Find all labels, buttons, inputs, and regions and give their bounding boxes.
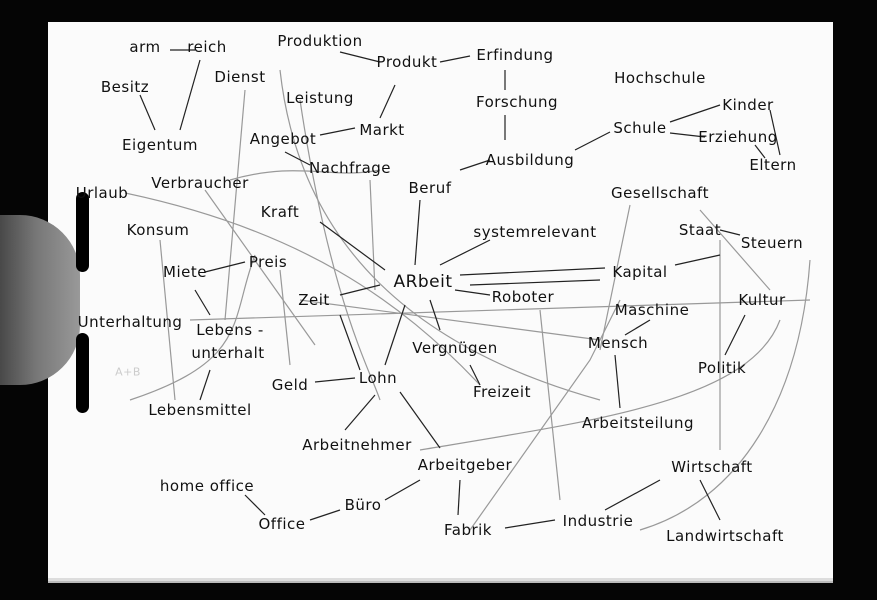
word-besitz: Besitz: [100, 78, 150, 96]
word-mensch: Mensch: [587, 334, 649, 352]
word-forschung: Forschung: [475, 93, 559, 111]
word-office: Office: [258, 515, 306, 533]
word-home-office: home office: [159, 477, 255, 495]
word-lebens: Lebens -: [196, 321, 264, 339]
word-arbeitsteilung: Arbeitsteilung: [581, 414, 695, 432]
word-fabrik: Fabrik: [444, 521, 492, 539]
word-produkt: Produkt: [376, 53, 438, 71]
word-vergnuegen: Vergnügen: [412, 339, 498, 357]
word-beruf: Beruf: [408, 179, 452, 197]
word-arm: arm: [129, 38, 161, 56]
word-roboter: Roboter: [491, 288, 555, 306]
word-kultur: Kultur: [738, 291, 786, 309]
word-freizeit: Freizeit: [473, 383, 531, 401]
word-urlaub: Urlaub: [75, 184, 129, 202]
word-hochschule: Hochschule: [614, 69, 706, 87]
word-eltern: Eltern: [749, 156, 797, 174]
word-maschine: Maschine: [614, 301, 690, 319]
word-leistung: Leistung: [286, 89, 354, 107]
hand: [0, 215, 80, 385]
word-verbraucher: Verbraucher: [151, 174, 249, 192]
word-eigentum: Eigentum: [122, 136, 198, 154]
word-buero: Büro: [344, 496, 382, 514]
word-staat: Staat: [678, 221, 722, 239]
word-ab-faint: A+B: [115, 365, 141, 379]
word-miete: Miete: [163, 263, 207, 281]
word-erfindung: Erfindung: [476, 46, 554, 64]
word-arbeitgeber: Arbeitgeber: [417, 456, 513, 474]
word-nachfrage: Nachfrage: [308, 159, 392, 177]
word-konsum: Konsum: [126, 221, 190, 239]
word-unterhalt: unterhalt: [191, 344, 265, 362]
word-reich: reich: [187, 38, 227, 56]
word-kapital: Kapital: [612, 263, 668, 281]
word-arbeit: ARbeit: [393, 272, 453, 292]
word-lohn: Lohn: [358, 369, 398, 387]
word-steuern: Steuern: [740, 234, 804, 252]
word-gesellschaft: Gesellschaft: [611, 184, 709, 202]
word-erziehung: Erziehung: [698, 128, 778, 146]
word-dienst: Dienst: [214, 68, 266, 86]
word-kinder: Kinder: [722, 96, 774, 114]
word-industrie: Industrie: [562, 512, 634, 530]
word-kraft: Kraft: [260, 203, 300, 221]
word-geld: Geld: [271, 376, 309, 394]
word-arbeitnehmer: Arbeitnehmer: [302, 436, 412, 454]
word-politik: Politik: [697, 359, 747, 377]
word-preis: Preis: [248, 253, 288, 271]
word-ausbildung: Ausbildung: [485, 151, 575, 169]
word-zeit: Zeit: [298, 291, 330, 309]
word-unterhaltung: Unterhaltung: [77, 313, 183, 331]
punch-hole: [76, 333, 89, 413]
word-produktion: Produktion: [277, 32, 363, 50]
word-angebot: Angebot: [249, 130, 317, 148]
word-wirtschaft: Wirtschaft: [671, 458, 753, 476]
word-systemrelevant: systemrelevant: [473, 223, 597, 241]
word-landwirtschaft: Landwirtschaft: [666, 527, 784, 545]
word-schule: Schule: [613, 119, 667, 137]
word-lebensmittel: Lebensmittel: [148, 401, 252, 419]
punch-hole: [76, 192, 89, 272]
word-markt: Markt: [359, 121, 405, 139]
